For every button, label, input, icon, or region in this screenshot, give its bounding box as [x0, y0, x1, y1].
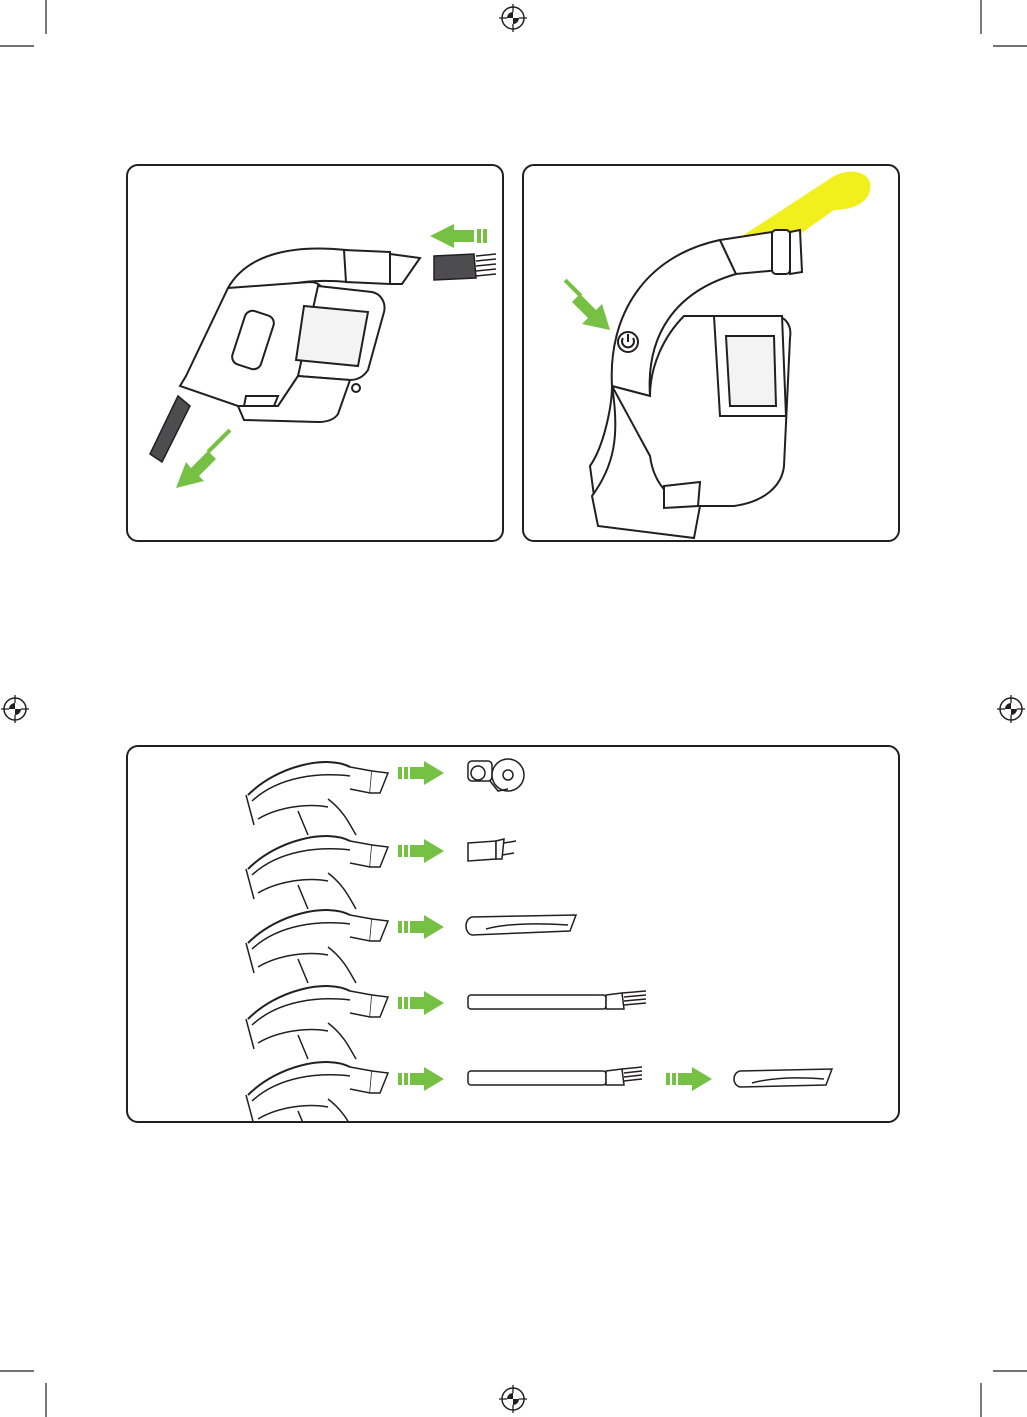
green-arrow-icon — [666, 1067, 712, 1091]
accessory-combinations-illustration — [128, 747, 898, 1121]
dusting-brush — [468, 839, 516, 861]
power-light-illustration — [524, 166, 898, 540]
extension-wand-with-brush — [468, 1067, 642, 1085]
handheld-vacuum-front — [590, 230, 802, 538]
accessory-row-1 — [246, 759, 524, 835]
green-arrow-icon — [398, 991, 444, 1015]
brush-attachment — [434, 254, 496, 280]
accessory-row-4 — [246, 986, 646, 1059]
green-arrow-icon — [176, 429, 231, 488]
crevice-tool — [466, 915, 576, 935]
registration-mark-icon — [498, 1384, 528, 1414]
green-arrow-icon — [398, 1067, 444, 1091]
accessory-row-3 — [246, 910, 576, 983]
motorized-pet-brush — [468, 759, 524, 791]
green-arrow-icon — [398, 839, 444, 863]
registration-mark-icon — [0, 694, 30, 724]
crevice-attachment — [150, 396, 190, 462]
accessory-row-2 — [246, 836, 516, 909]
extension-wand-with-brush — [468, 991, 646, 1009]
green-arrow-icon — [398, 915, 444, 939]
accessory-row-5 — [246, 1062, 832, 1121]
panel-power-and-light — [522, 164, 900, 542]
green-arrow-icon — [564, 279, 610, 330]
green-arrow-icon — [398, 761, 444, 785]
handheld-vacuum — [180, 249, 420, 422]
green-arrow-icon — [430, 224, 487, 248]
panel-accessory-combinations — [126, 745, 900, 1123]
crevice-tool — [734, 1069, 832, 1087]
attachment-swap-illustration — [128, 166, 502, 540]
registration-mark-icon — [996, 694, 1026, 724]
registration-mark-icon — [498, 3, 528, 33]
panel-attachment-swap — [126, 164, 504, 542]
